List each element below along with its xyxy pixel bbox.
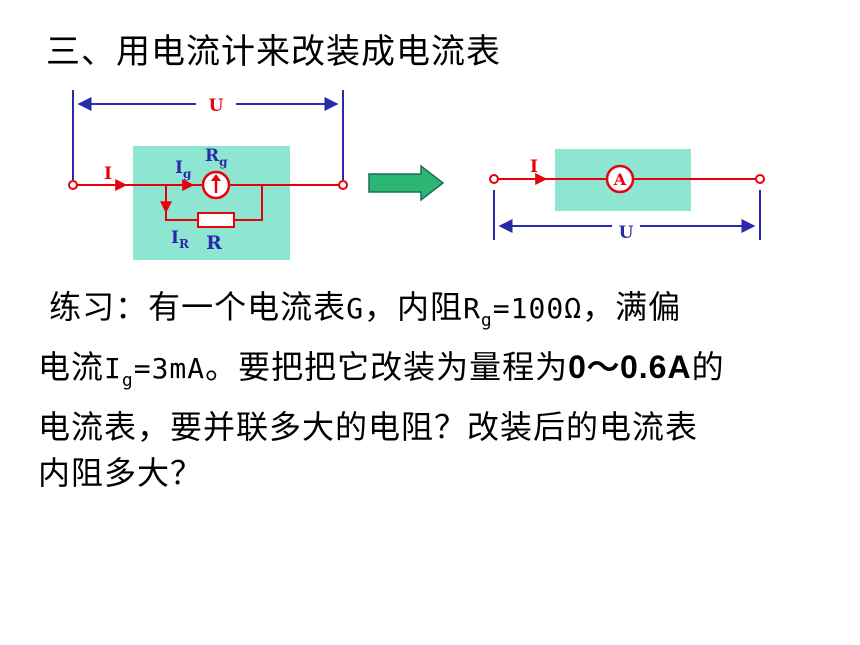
galvanometer-needle-head: [211, 174, 221, 181]
shunt-resistor-label: R: [206, 232, 222, 254]
possessive-text: 的: [691, 348, 725, 386]
terminal-right-right: [755, 174, 765, 184]
exercise-text: 练习：有一个电流表G，内阻Rg=100Ω，满偏 电流Ig=3mA。要把把它改装为…: [38, 284, 828, 496]
ammeter-diagram: I A U: [489, 149, 765, 243]
galvanometer-with-shunt-diagram: U I Ig Rg IR R: [68, 90, 348, 260]
voltage-label: U: [209, 96, 224, 116]
galvanometer-symbol: G: [346, 292, 365, 325]
ammeter-icon: [605, 164, 635, 194]
meter-resistance-label: Rg: [205, 146, 228, 169]
current-symbol: I: [104, 352, 122, 385]
resistance-symbol: R: [463, 292, 481, 325]
conversion-text: 。要把把它改装为量程为: [205, 348, 569, 386]
current-label: I: [104, 164, 112, 184]
internal-resistance-text: ，内阻: [364, 288, 464, 326]
transform-arrow-icon: [368, 164, 445, 202]
exercise-line-4: 内阻多大？: [38, 454, 204, 492]
exercise-line-3: 电流表，要并联多大的电阻？改装后的电流表: [38, 408, 699, 446]
terminal-right: [338, 180, 348, 190]
ammeter-current-label: I: [530, 157, 538, 177]
shunt-branch-right: [234, 185, 263, 221]
ammeter-symbol: A: [613, 170, 627, 189]
meter-box: [133, 146, 290, 260]
current-value: =3mA: [133, 352, 206, 385]
shunt-current-label: IR: [171, 228, 190, 251]
exercise-line-1: 练习：有一个电流表G，内阻Rg=100Ω，满偏: [38, 284, 828, 344]
shunt-resistor-icon: [197, 212, 235, 228]
exercise-line-2: 电流Ig=3mA。要把把它改装为量程为0～0.6A的: [38, 344, 828, 404]
slide-title: 三、用电流计来改装成电流表: [46, 32, 501, 72]
range-value: 0～0.6A: [568, 349, 692, 385]
resistance-subscript: g: [480, 310, 493, 331]
exercise-prefix: 练习：有一个电流表: [49, 288, 347, 326]
current-text: 电流: [38, 348, 105, 386]
terminal-left: [68, 180, 78, 190]
full-scale-text: ，满偏: [582, 288, 682, 326]
terminal-right-left: [489, 174, 499, 184]
meter-current-label: Ig: [175, 158, 192, 181]
resistance-value: =100Ω: [492, 292, 583, 325]
current-subscript: g: [121, 370, 134, 391]
right-voltage-label: U: [619, 223, 634, 243]
